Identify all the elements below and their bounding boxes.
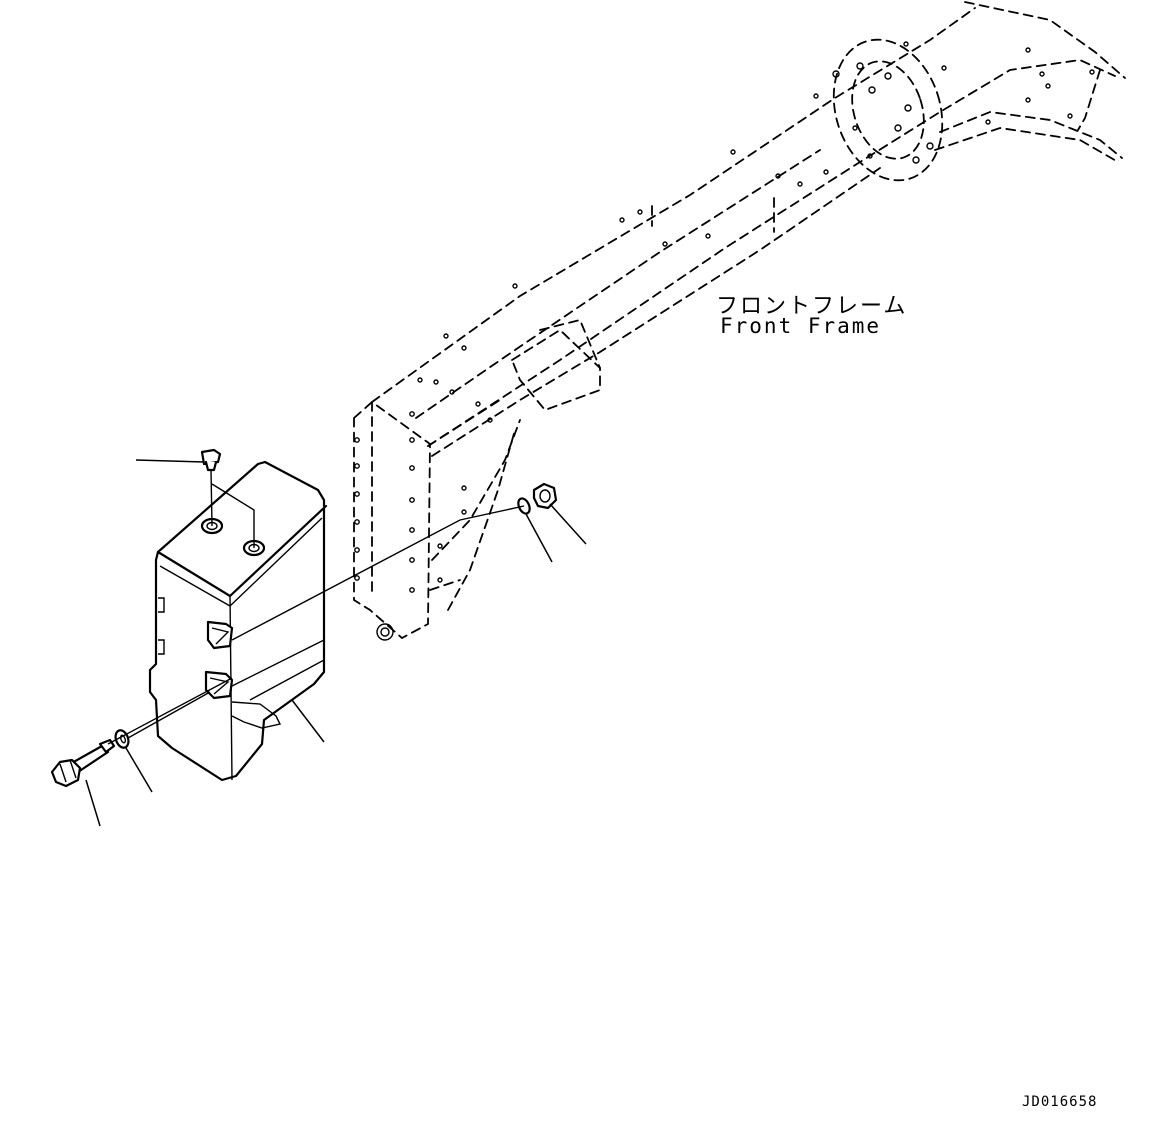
assembly-axis-lines — [107, 505, 525, 745]
hex-nut — [532, 482, 558, 510]
drawing-id: JD016658 — [1022, 1094, 1098, 1110]
front-frame-label-english: Front Frame — [720, 314, 882, 338]
leader-lines — [85, 459, 587, 827]
washer-left — [114, 729, 130, 749]
front-frame-label-japanese: フロントフレーム — [716, 294, 908, 319]
cover-box — [148, 460, 328, 782]
front-frame-outline — [353, 1, 1126, 641]
bolt — [50, 738, 116, 788]
